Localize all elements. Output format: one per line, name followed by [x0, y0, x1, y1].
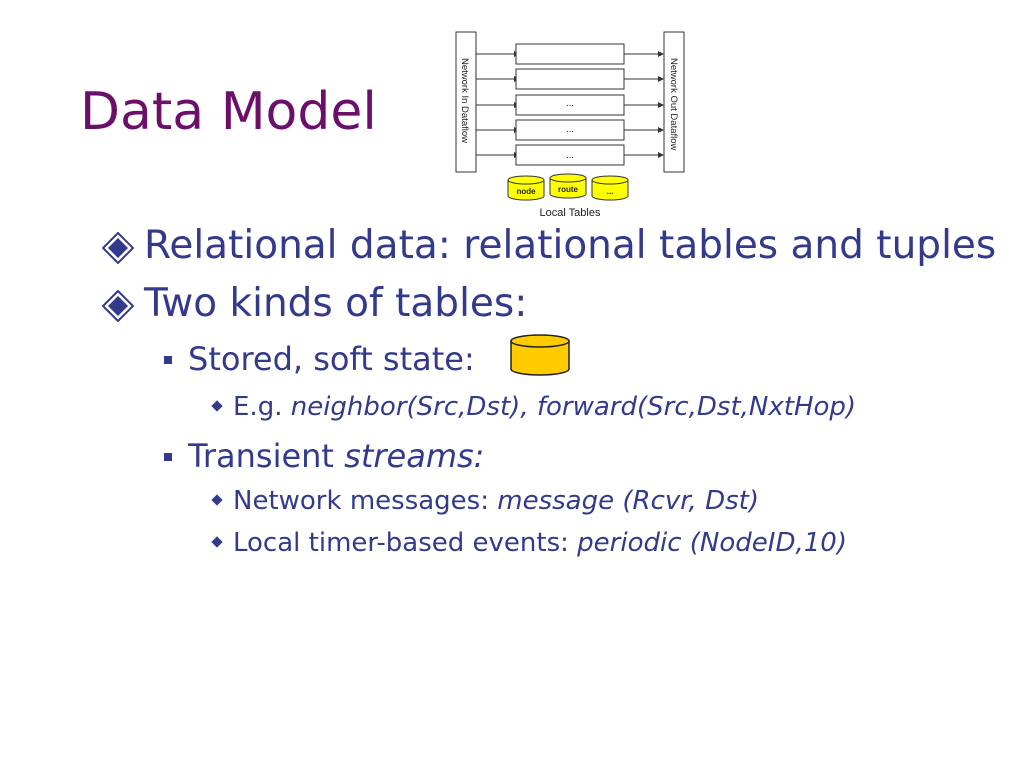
local-table-route-label: route: [558, 185, 579, 194]
network-in-label: Network In Dataflow: [459, 58, 470, 143]
network-out-label: Network Out Dataflow: [668, 58, 679, 151]
bullet-relational-data-text: Relational data: relational tables and t…: [144, 223, 997, 268]
bullet-relational-data: Relational data: relational tables and t…: [100, 222, 1000, 270]
square-bullet-icon: [164, 356, 172, 364]
bullet-list: Relational data: relational tables and t…: [100, 222, 1000, 561]
network-out-column: [663, 31, 685, 173]
bullet-stored-soft-state: Stored, soft state:: [164, 334, 1000, 383]
bullet-transient-prefix: Transient: [188, 437, 345, 475]
dataflow-box-label: ...: [566, 124, 574, 134]
dataflow-box: [515, 43, 625, 65]
local-table-route: route: [549, 173, 587, 199]
dataflow-rows: ... ... ...: [476, 43, 664, 166]
small-diamond-bullet-icon: [211, 400, 223, 412]
bullet-timer-events-prefix: Local timer-based events:: [233, 528, 578, 558]
dataflow-diagram: Network In Dataflow Network Out Dataflow…: [455, 31, 685, 219]
bullet-example-prefix: E.g.: [233, 392, 291, 422]
network-in-column: [455, 31, 477, 173]
diamond-bullet-icon: [102, 232, 134, 264]
small-diamond-bullet-icon: [211, 494, 223, 506]
slide-title: Data Model: [80, 82, 377, 142]
square-bullet-icon: [164, 453, 172, 461]
dataflow-box: [515, 68, 625, 90]
bullet-transient-streams: Transient streams:: [164, 435, 1000, 477]
diamond-bullet-icon: [102, 290, 134, 322]
local-table-node: node: [507, 175, 545, 201]
dataflow-box-label: ...: [566, 150, 574, 160]
bullet-timer-events: Local timer-based events: periodic (Node…: [211, 525, 1000, 561]
database-cylinder-icon: [510, 334, 570, 376]
local-table-node-label: node: [516, 187, 536, 196]
bullet-two-kinds-text: Two kinds of tables:: [144, 281, 528, 326]
bullet-network-messages-prefix: Network messages:: [233, 486, 498, 516]
bullet-example-italic: neighbor(Src,Dst), forward(Src,Dst,NxtHo…: [290, 392, 857, 422]
small-diamond-bullet-icon: [211, 536, 223, 548]
bullet-timer-events-italic: periodic (NodeID,10): [577, 528, 847, 558]
bullet-network-messages-italic: message (Rcvr, Dst): [497, 486, 759, 516]
local-tables-caption: Local Tables: [540, 207, 601, 219]
bullet-example-tables: E.g. neighbor(Src,Dst), forward(Src,Dst,…: [211, 389, 1000, 425]
bullet-two-kinds: Two kinds of tables:: [100, 280, 1000, 328]
local-table-more: ...: [591, 175, 629, 201]
bullet-network-messages: Network messages: message (Rcvr, Dst): [211, 483, 1000, 519]
dataflow-box-label: ...: [566, 98, 574, 108]
bullet-transient-italic: streams:: [344, 437, 485, 475]
local-table-more-label: ...: [607, 187, 614, 196]
bullet-stored-soft-state-text: Stored, soft state:: [188, 340, 475, 378]
